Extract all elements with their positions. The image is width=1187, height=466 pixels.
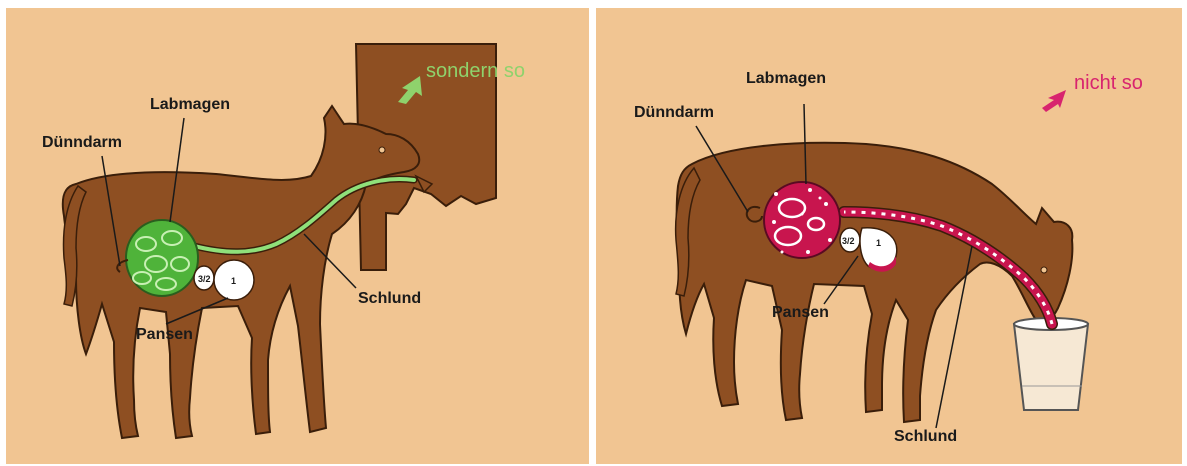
- rumen-mark-small: 3/2: [198, 274, 211, 284]
- hint-wrong: nicht so: [1074, 72, 1143, 95]
- label-pansen: Pansen: [772, 304, 829, 322]
- hint-correct: sondern so: [426, 60, 525, 83]
- calf-eye: [379, 147, 385, 153]
- label-labmagen: Labmagen: [150, 96, 230, 114]
- calf-body-silhouette: [677, 143, 1073, 422]
- panel-wrong-feeding: 3/2 1 Labmagen Dünndarm Pansen Schlund n…: [596, 8, 1182, 464]
- label-duenndarm: Dünndarm: [42, 134, 122, 152]
- arrow-red-icon: [1042, 90, 1066, 112]
- label-duenndarm: Dünndarm: [634, 104, 714, 122]
- panel-correct-feeding: 3/2 1 Labmagen Dünndarm Schlund Pansen s…: [6, 8, 589, 464]
- rumen-mark-small: 3/2: [842, 236, 855, 246]
- rumen-mark-big: 1: [876, 238, 881, 248]
- rumen-mark-big: 1: [231, 276, 236, 286]
- label-labmagen: Labmagen: [746, 70, 826, 88]
- label-schlund: Schlund: [894, 428, 957, 446]
- calf-eye: [1041, 267, 1047, 273]
- bucket: [1014, 324, 1088, 410]
- label-schlund: Schlund: [358, 290, 421, 308]
- label-pansen: Pansen: [136, 326, 193, 344]
